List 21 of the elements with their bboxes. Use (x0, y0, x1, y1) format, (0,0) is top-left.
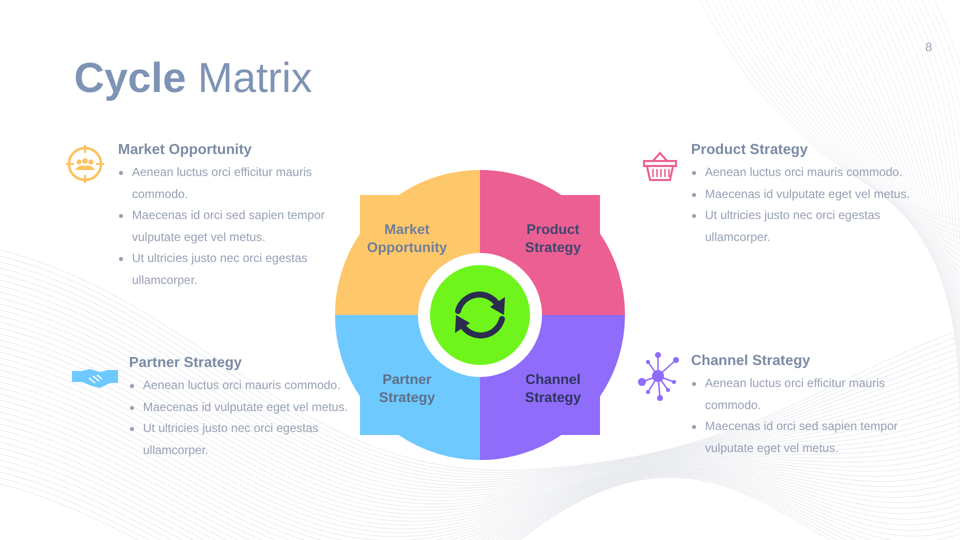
bullet-text: Maecenas id orci sed sapien tempor vulputate eget vel metus. (705, 419, 898, 454)
bullet-text: Aenean luctus orci mauris commodo. (143, 378, 340, 392)
section-heading: Channel Strategy (691, 353, 812, 369)
bullet-text: Ut ultricies justo nec orci egestas ullamcorper. (705, 208, 880, 244)
bullet-text: Maecenas id vulputate eget vel metus. (143, 400, 348, 414)
bullet-text: Maecenas id orci sed sapien tempor vulputate eget vel metus. (132, 208, 325, 244)
segment-label: Channel Strategy (524, 370, 582, 406)
section-heading: Partner Strategy (129, 355, 243, 371)
segment-label: Product Strategy (524, 220, 582, 256)
bullet-text: Ut ultricies justo nec orci egestas ullamcorper. (143, 421, 318, 456)
bullet-text: Aenean luctus orci efficitur mauris commodo. (132, 165, 312, 200)
slide-title: Cycle Matrix (74, 54, 312, 102)
segment-label: Market Opportunity (366, 220, 448, 256)
bullet-text: Ut ultricies justo nec orci egestas ullamcorper. (132, 251, 308, 286)
bullet-text: Aenean luctus orci mauris commodo. (705, 165, 902, 179)
bullet-text: Maecenas id vulputate eget vel metus. (705, 186, 910, 200)
bullet-text: Aenean luctus orci efficitur mauris commodo. (705, 376, 885, 412)
section-heading: Product Strategy (691, 142, 809, 158)
page-number: 8 (925, 40, 932, 54)
segment-label: Partner Strategy (378, 370, 436, 406)
section-heading: Market Opportunity (118, 142, 253, 158)
